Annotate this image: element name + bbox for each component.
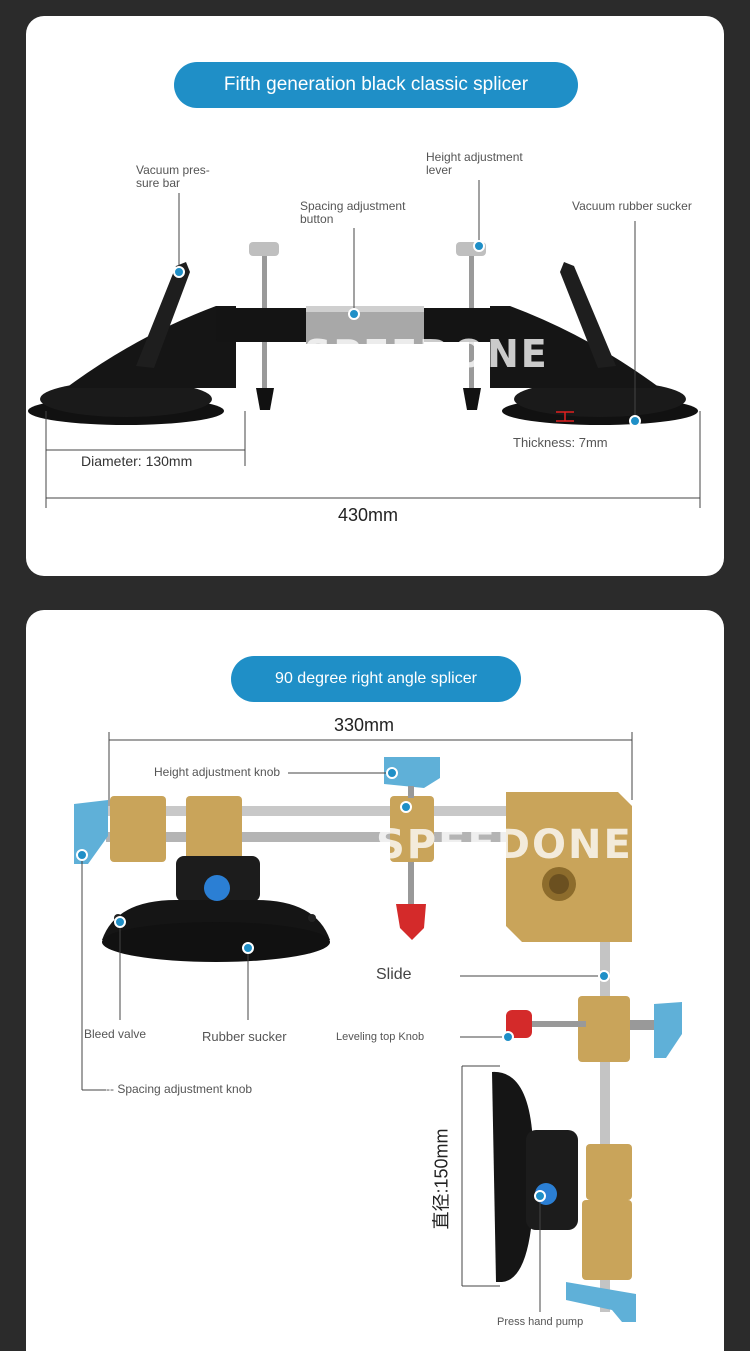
watermark: SPEEDONE — [304, 332, 549, 376]
label-thickness: Thickness: 7mm — [513, 435, 608, 450]
section-title-pill: Fifth generation black classic splicer — [174, 62, 578, 108]
label-bleed-valve: Bleed valve — [84, 1027, 147, 1041]
label-height-adjustment-lever: Height adjustment lever — [426, 150, 523, 177]
label-diameter: Diameter: 130mm — [81, 453, 193, 469]
label-diameter-vertical: 直径:150mm — [431, 1128, 452, 1230]
watermark: SPEEDONE — [376, 822, 633, 868]
product-card-classic-splicer: Fifth generation black classic splicer — [26, 16, 724, 576]
right-angle-splicer-illustration — [74, 732, 682, 1322]
classic-splicer-illustration — [28, 180, 701, 508]
label-width: 330mm — [334, 715, 395, 735]
label-spacing-adjustment-knob: -- Spacing adjustment knob — [106, 1082, 253, 1096]
label-vacuum-pressure-bar: Vacuum pres- sure bar — [136, 163, 210, 190]
label-press-hand-pump: Press hand pump — [497, 1316, 584, 1328]
label-height-adjustment-knob: Height adjustment knob — [154, 765, 281, 779]
label-length: 430mm — [338, 505, 399, 525]
label-slide: Slide — [376, 966, 412, 983]
product-card-right-angle-splicer: 90 degree right angle splicer — [26, 610, 724, 1351]
label-vacuum-rubber-sucker: Vacuum rubber sucker — [572, 199, 692, 213]
label-spacing-adjustment-button: Spacing adjustment button — [300, 199, 406, 226]
label-leveling-top-knob: Leveling top Knob — [336, 1031, 425, 1043]
section-title-pill: 90 degree right angle splicer — [231, 656, 521, 702]
label-rubber-sucker: Rubber sucker — [202, 1029, 287, 1044]
